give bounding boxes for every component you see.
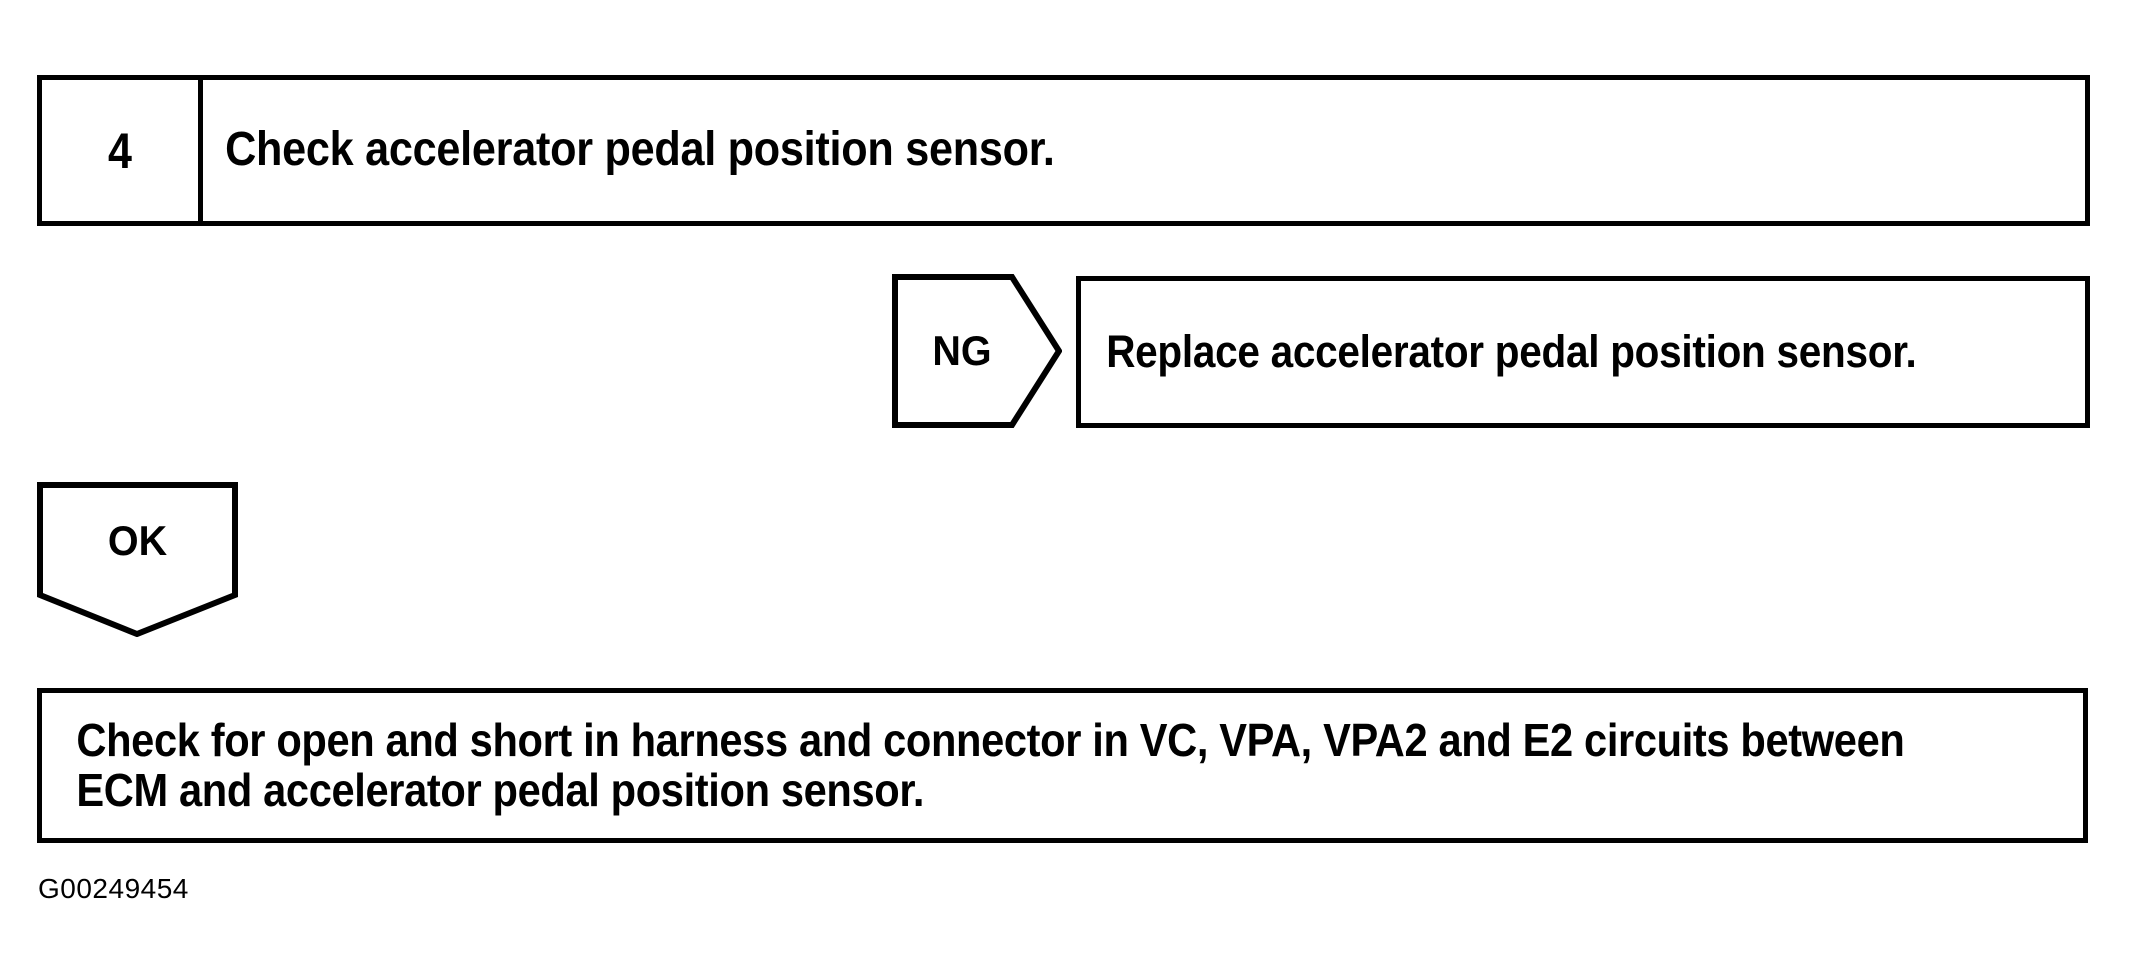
instruction-line-2: ECM and accelerator pedal position senso… [76,763,925,816]
step-number-cell: 4 [42,80,203,221]
step-title-cell: Check accelerator pedal position sensor. [208,80,2085,221]
instruction-line-1: Check for open and short in harness and … [76,713,1905,766]
instruction-box: Check for open and short in harness and … [37,688,2088,843]
figure-code: G00249454 [38,873,189,904]
replace-result-text: Replace accelerator pedal position senso… [1106,326,1917,378]
ng-chevron-icon [892,274,1062,428]
step-title: Check accelerator pedal position sensor. [225,123,1055,177]
step-box: 4 Check accelerator pedal position senso… [37,75,2090,226]
ok-pentagon-icon [37,482,238,637]
step-number: 4 [108,122,132,179]
replace-result-box: Replace accelerator pedal position senso… [1076,276,2090,428]
instruction-text: Check for open and short in harness and … [42,713,1923,816]
